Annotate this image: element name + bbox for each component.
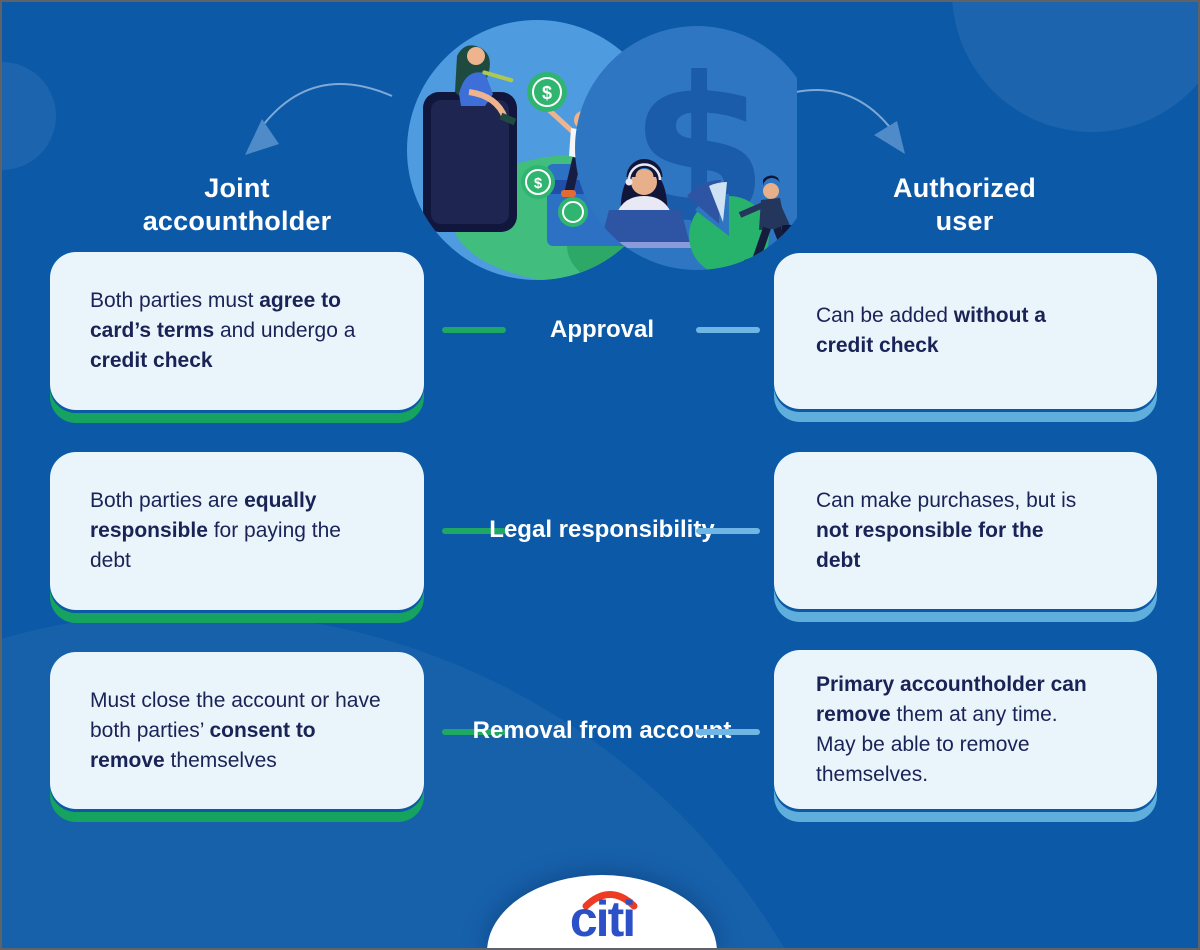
card-text: Both parties must agree to card’s terms … (90, 289, 356, 372)
citi-logo: citi (570, 891, 638, 946)
dollar-coin-icon: $ (527, 72, 567, 112)
green-dash (442, 528, 506, 534)
citi-red-arc-icon (582, 891, 638, 910)
svg-text:$: $ (534, 175, 543, 192)
card-text: Must close the account or have both part… (90, 688, 381, 772)
decor-circle-top-right (952, 2, 1198, 132)
big-dollar-sign-icon: $ (629, 35, 768, 268)
joint-accountholder-approval-card: Both parties must agree to card’s terms … (50, 252, 424, 410)
green-dash (442, 729, 506, 735)
pie-chart-icon (687, 179, 769, 270)
row-label-removal-from-account: Removal from account (472, 717, 732, 744)
citi-wordmark: citi (570, 891, 634, 946)
green-dash (442, 327, 506, 333)
blue-dash (696, 729, 760, 735)
row-label-approval: Approval (549, 316, 654, 343)
decor-circle-left-edge (2, 62, 56, 170)
joint-accountholder-responsibility-card: Both parties are equally responsible for… (50, 452, 424, 610)
people-with-phone-illustration: $ $ (423, 45, 667, 280)
left-column-header: Joint accountholder (142, 173, 332, 236)
svg-text:$: $ (542, 83, 552, 103)
card-text: Can be added without a credit check (816, 304, 1046, 357)
left-curved-arrow-icon (245, 83, 393, 155)
card-text: Can make purchases, but is not responsib… (816, 488, 1077, 572)
dollar-sign-scene-illustration: $ (596, 35, 797, 270)
card-text: Both parties are equally responsible for… (90, 489, 341, 572)
right-curved-arrow-icon (773, 89, 905, 154)
center-illustration: $ $ $ (407, 20, 797, 280)
blue-dash (696, 528, 760, 534)
blue-dash (696, 327, 760, 333)
authorized-user-removal-card: Primary accountholder can remove them at… (774, 650, 1157, 809)
authorized-user-responsibility-card: Can make purchases, but is not responsib… (774, 452, 1157, 609)
right-scene-circle (575, 26, 797, 270)
authorized-user-approval-card: Can be added without a credit check (774, 253, 1157, 409)
card-text: Primary accountholder can remove them at… (816, 672, 1087, 786)
right-column-header: Authorized user (893, 173, 1036, 236)
row-label-legal-responsibility: Legal responsibility (489, 516, 715, 543)
left-scene-circle (407, 20, 667, 280)
dollar-coin-icon (558, 197, 588, 227)
dollar-coin-icon: $ (521, 165, 555, 199)
joint-accountholder-removal-card: Must close the account or have both part… (50, 652, 424, 809)
